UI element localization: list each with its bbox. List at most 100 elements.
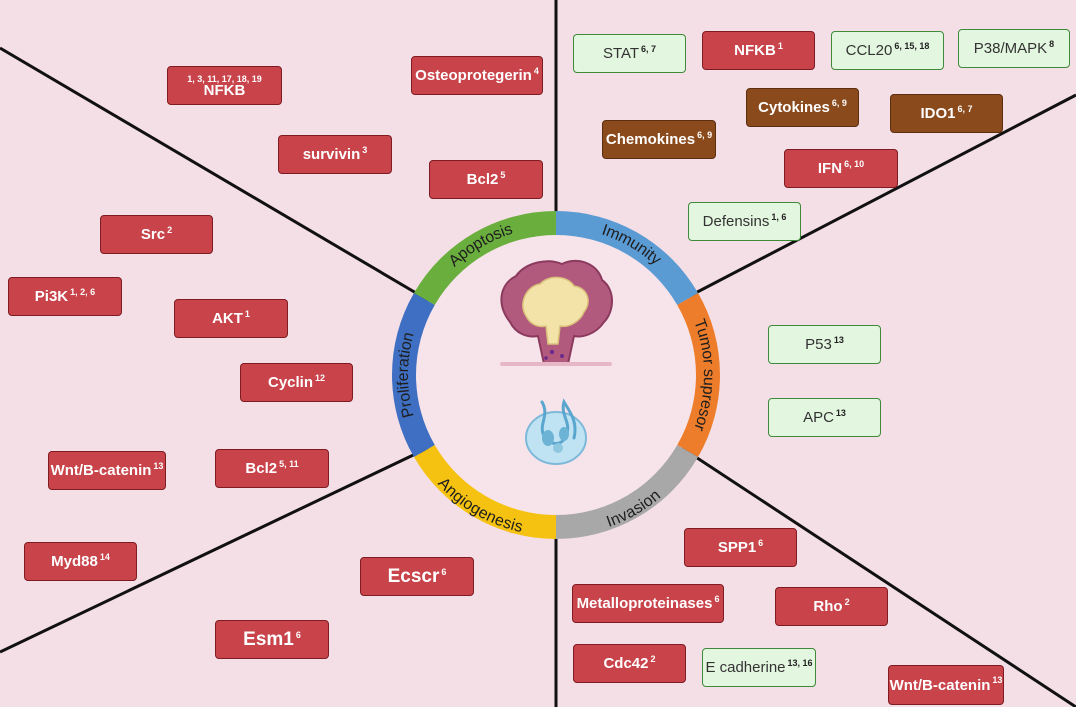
- wheel-segments: [392, 211, 720, 539]
- gene-refs: 14: [99, 551, 110, 562]
- gene-label: Bcl2: [245, 460, 278, 477]
- gene-label: Cytokines: [758, 99, 830, 116]
- gene-refs: 13, 16: [787, 657, 813, 668]
- gene-label: Wnt/B-catenin: [50, 462, 152, 479]
- gene-label: AKT: [212, 310, 243, 327]
- gene-refs: 13: [833, 334, 844, 345]
- gene-refs: 6, 15, 18: [894, 40, 930, 51]
- gene-refs: 2: [844, 596, 850, 607]
- gene-label: Defensins: [702, 213, 770, 230]
- gene-refs: 6, 10: [844, 158, 865, 169]
- gene-refs: 6: [441, 566, 447, 577]
- gene-label: CCL20: [845, 42, 893, 59]
- gene-refs: 5: [500, 169, 506, 180]
- gene-refs: 6, 9: [831, 97, 847, 108]
- gene-refs: 4: [533, 65, 539, 76]
- wheel-segment-tumor-supresor: [677, 293, 720, 457]
- gene-label: Esm1: [243, 628, 294, 650]
- tumor-icon: [500, 259, 613, 366]
- gene-refs: 1: [777, 40, 783, 51]
- gene-label: Src: [140, 226, 166, 243]
- wheel-inner: [416, 235, 696, 515]
- wheel-segment-immunity: [556, 211, 699, 305]
- wheel-segment-invasion: [556, 445, 699, 539]
- gene-label: Pi3K: [34, 288, 69, 305]
- gene-refs: 6: [714, 593, 720, 604]
- divider-upper-left: [0, 46, 429, 302]
- wheel-segment-apoptosis: [413, 211, 556, 305]
- gene-refs: 2: [167, 224, 173, 235]
- gene-label: Chemokines: [605, 131, 696, 148]
- gene-label: Bcl2: [466, 171, 499, 188]
- gene-refs: 2: [650, 653, 656, 664]
- gene-refs: 13: [153, 460, 164, 471]
- gene-label: NFKB: [734, 42, 776, 59]
- gene-refs: 1, 3, 11, 17, 18, 19: [187, 73, 262, 84]
- gene-label: IDO1: [920, 105, 956, 122]
- wheel-segment-angiogenesis: [413, 445, 556, 539]
- cell-cluster-icon: [525, 398, 587, 465]
- gene-label: IFN: [817, 160, 843, 177]
- gene-refs: 1, 2, 6: [70, 286, 96, 297]
- gene-label: E cadherine: [705, 659, 786, 676]
- gene-refs: 1, 6: [771, 211, 787, 222]
- gene-label: P53: [805, 336, 832, 353]
- gene-label: Ecscr: [387, 565, 440, 587]
- gene-box-nfkb-apoptosis: 1, 3, 11, 17, 18, 19 NFKB: [167, 66, 282, 105]
- gene-refs: 6: [758, 537, 764, 548]
- gene-label: NFKB: [203, 81, 246, 99]
- gene-label: Osteoprotegerin: [415, 67, 532, 84]
- gene-refs: 6, 9: [697, 129, 713, 140]
- gene-label: Cyclin: [267, 374, 313, 391]
- gene-refs: 6, 7: [641, 43, 657, 54]
- gene-refs: 6: [295, 629, 301, 640]
- divider-upper-right: [681, 93, 1076, 302]
- gene-refs: 13: [835, 407, 846, 418]
- gene-refs: 8: [1049, 38, 1055, 49]
- gene-refs: 13: [992, 675, 1003, 685]
- gene-label: APC: [803, 409, 834, 426]
- wheel-segment-proliferation: [392, 293, 435, 457]
- gene-label: Wnt/B-catenin: [889, 676, 991, 694]
- gene-label: STAT: [602, 45, 640, 62]
- divider-lower-right: [681, 446, 1076, 707]
- gene-refs: 3: [362, 144, 368, 155]
- gene-label: SPP1: [717, 539, 757, 556]
- gene-refs: 1: [244, 308, 250, 319]
- wheel-label-proliferation: Proliferation: [395, 331, 418, 420]
- gene-refs: 12: [315, 372, 326, 383]
- gene-label: Cdc42: [603, 655, 649, 672]
- gene-refs: 6, 7: [957, 103, 973, 114]
- gene-label: P38/MAPK: [973, 40, 1048, 57]
